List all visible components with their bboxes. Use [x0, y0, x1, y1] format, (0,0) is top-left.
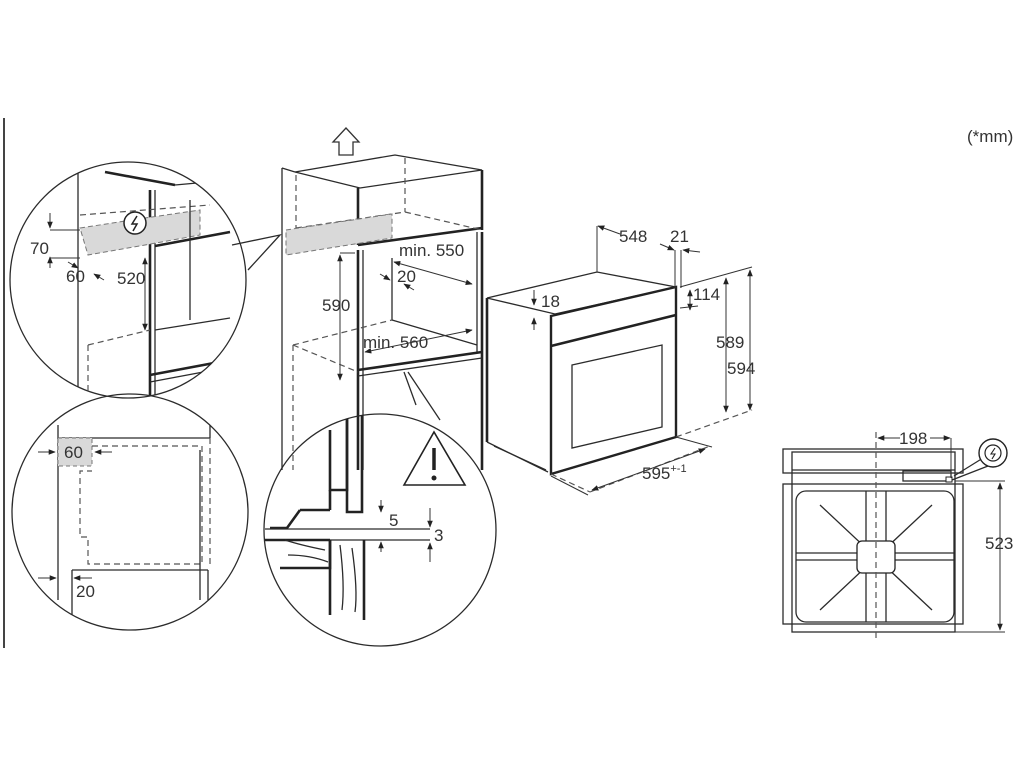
dim-589: 589: [716, 333, 745, 352]
dim-548: 548: [619, 227, 648, 246]
cabinet-niche: [281, 127, 484, 470]
oven-front-view: [782, 432, 1008, 640]
dim-520: 520: [117, 269, 146, 288]
dim-198: 198: [899, 429, 928, 448]
detail-top-left: [9, 161, 282, 399]
dim-114: 114: [693, 285, 721, 304]
dim-60-top-gap: 60: [64, 443, 83, 462]
dim-594: 594: [727, 359, 756, 378]
dim-595: 595+-1: [642, 463, 687, 483]
dim-3: 3: [434, 526, 444, 545]
dim-18: 18: [541, 292, 560, 311]
arrow-up-icon: [331, 127, 361, 156]
detail-bottom-center: [263, 413, 497, 647]
dim-20-side-gap: 20: [76, 582, 95, 601]
dim-70: 70: [30, 239, 49, 258]
dim-20-gap: 20: [397, 267, 416, 286]
dim-590: 590: [322, 296, 351, 315]
dim-5: 5: [389, 511, 399, 530]
oven-isometric: [485, 225, 753, 496]
dim-60-depth: 60: [66, 267, 85, 286]
detail-bottom-left: [11, 393, 249, 631]
dim-min-550: min. 550: [399, 241, 465, 260]
dim-21: 21: [670, 227, 689, 246]
dim-523: 523: [985, 534, 1014, 553]
dim-min-560: min. 560: [363, 333, 429, 352]
unit-note: (*mm): [967, 127, 1014, 146]
